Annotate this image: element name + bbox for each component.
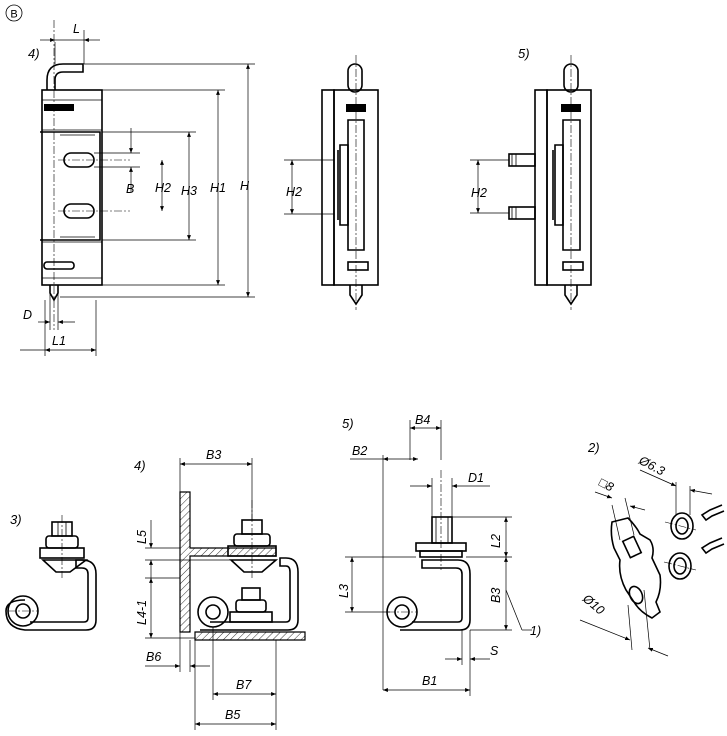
- dim-H1: H1: [210, 181, 226, 195]
- dim-d63: Ø6.3: [636, 453, 667, 479]
- variant-label-2-bottom: 2): [587, 440, 600, 455]
- dim-L2: L2: [489, 534, 503, 548]
- variant-label-3-bottom: 3): [10, 512, 22, 527]
- dim-L4-1: L4-1: [135, 600, 149, 625]
- note-1: 1): [530, 624, 541, 638]
- dim-L5: L5: [135, 530, 149, 544]
- dim-B3-v4: B3: [206, 448, 221, 462]
- variant-label-4-top: 4): [28, 46, 40, 61]
- variant-label-5-bottom: 5): [342, 416, 354, 431]
- dim-B7: B7: [236, 678, 252, 692]
- bottom-variant3-view: 3): [5, 512, 97, 631]
- dim-H: H: [240, 179, 250, 193]
- dim-B4: B4: [415, 413, 430, 427]
- dim-B: B: [126, 182, 134, 196]
- dim-sq8: □8: [597, 475, 616, 494]
- dim-S: S: [490, 644, 499, 658]
- view-marker: B: [5, 4, 23, 22]
- dim-L3: L3: [337, 584, 351, 598]
- bottom-variant4-view: 4) B3 L5 L4-1 B6: [134, 448, 306, 730]
- dim-B2: B2: [352, 444, 367, 458]
- top-hinge-variant5-view: 5) H2: [470, 46, 592, 310]
- dim-B1: B1: [422, 674, 437, 688]
- top-dimensions: L H H1 H3 H2 B D L1: [20, 22, 255, 356]
- view-marker-label: B: [10, 9, 17, 21]
- dim-H2-right: H2: [471, 186, 487, 200]
- variant-label-5-top: 5): [518, 46, 530, 61]
- dim-H2-mid: H2: [286, 185, 302, 199]
- bottom-variant5-view: 5) B4 B2 D1 L2 L3 B3: [337, 413, 541, 696]
- dim-D: D: [23, 308, 32, 322]
- dim-B6: B6: [146, 650, 161, 664]
- dim-H3: H3: [181, 184, 197, 198]
- dim-H2: H2: [155, 181, 171, 195]
- dim-B5: B5: [225, 708, 240, 722]
- top-hinge-front-view: 4): [28, 20, 130, 330]
- dim-B3-v5: B3: [489, 588, 503, 603]
- dim-L: L: [73, 22, 80, 36]
- top-hinge-side-view: H2: [284, 55, 379, 310]
- dim-D1: D1: [468, 471, 484, 485]
- variant-label-4-bottom: 4): [134, 458, 146, 473]
- dim-L1: L1: [52, 334, 66, 348]
- dim-d10: Ø10: [579, 591, 607, 618]
- bottom-variant2-view: 2) Ø6.3 □8 Ø10: [579, 440, 725, 657]
